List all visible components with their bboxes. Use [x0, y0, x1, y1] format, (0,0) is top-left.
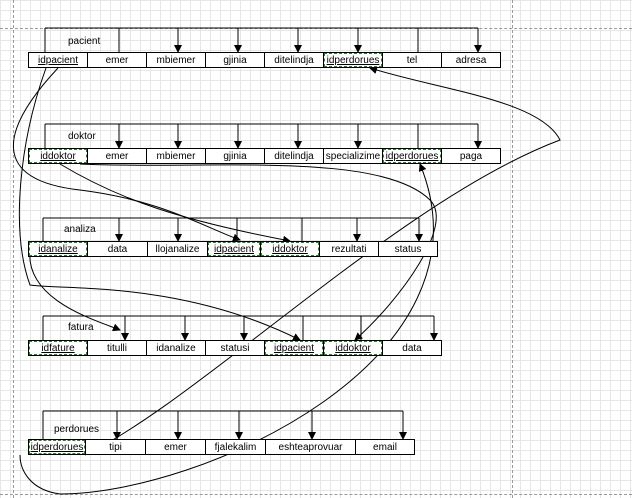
column-llojanalize[interactable]: llojanalize [147, 241, 208, 257]
column-emer[interactable]: emer [87, 52, 147, 68]
pacient-dependency-bracket [44, 27, 482, 53]
column-mbiemer[interactable]: mbiemer [146, 52, 206, 68]
column-idpacient[interactable]: idpacient [264, 340, 324, 356]
fk-analiza-to-fatura [29, 249, 121, 332]
column-email[interactable]: email [355, 439, 415, 455]
fk-perdorues-to-doktor [19, 163, 434, 495]
table-title-perdorues: perdorues [54, 424, 100, 435]
table-doktor: iddoktor emer mbiemer gjinia ditelindja … [28, 148, 501, 164]
column-tel[interactable]: tel [382, 52, 442, 68]
analiza-dependency-bracket [42, 217, 423, 242]
table-analiza: idanalize data llojanalize idpacient idd… [28, 241, 438, 257]
column-titulli[interactable]: titulli [87, 340, 147, 356]
column-ditelindja[interactable]: ditelindja [264, 148, 324, 164]
fk-pacient-to-analiza [13, 67, 241, 242]
column-iddoktor[interactable]: iddoktor [260, 241, 320, 257]
column-paga[interactable]: paga [441, 148, 501, 164]
table-title-doktor: doktor [68, 131, 96, 142]
column-data[interactable]: data [382, 340, 442, 356]
fatura-dependency-bracket [42, 315, 438, 341]
page-border-left [13, 0, 14, 498]
fk-doktor-to-fatura [79, 163, 437, 341]
table-pacient: idpacient emer mbiemer gjinia ditelindja… [28, 52, 501, 68]
doktor-dependency-bracket [44, 123, 482, 149]
fk-perdorues-to-pacient [84, 66, 561, 456]
column-rezultati[interactable]: rezultati [319, 241, 379, 257]
column-adresa[interactable]: adresa [441, 52, 501, 68]
column-statusi[interactable]: statusi [205, 340, 265, 356]
column-eshteaprovuar[interactable]: eshteaprovuar [265, 439, 356, 455]
fk-pacient-to-fatura [18, 67, 301, 341]
column-iddoktor[interactable]: iddoktor [28, 148, 88, 164]
table-title-pacient: pacient [68, 36, 101, 47]
column-emer[interactable]: emer [87, 148, 147, 164]
column-status[interactable]: status [378, 241, 438, 257]
table-perdorues: idperdorues tipi emer fjalekalim eshteap… [28, 439, 415, 455]
column-gjinia[interactable]: gjinia [205, 52, 265, 68]
column-idanalize[interactable]: idanalize [146, 340, 206, 356]
column-idanalize[interactable]: idanalize [28, 241, 88, 257]
column-emer[interactable]: emer [145, 439, 206, 455]
column-mbiemer[interactable]: mbiemer [146, 148, 206, 164]
foreign-key-connectors [13, 66, 561, 495]
column-idperdorues[interactable]: idperdorues [323, 52, 383, 68]
column-iddoktor[interactable]: iddoktor [323, 340, 383, 356]
table-title-analiza: analiza [64, 224, 96, 235]
column-data[interactable]: data [87, 241, 148, 257]
perdorues-dependency-bracket [42, 410, 407, 440]
column-idpacient[interactable]: idpacient [28, 52, 88, 68]
page-border-bottom [0, 494, 632, 495]
column-specializime[interactable]: specializime [323, 148, 383, 164]
table-title-fatura: fatura [68, 322, 94, 333]
fk-doktor-to-analiza [59, 163, 291, 244]
page-border-right [512, 0, 513, 498]
column-idfature[interactable]: idfature [28, 340, 88, 356]
column-fjalekalim[interactable]: fjalekalim [205, 439, 266, 455]
column-idperdorues[interactable]: idperdorues [382, 148, 442, 164]
table-fatura: idfature titulli idanalize statusi idpac… [28, 340, 442, 356]
column-idpacient[interactable]: idpacient [207, 241, 261, 257]
column-ditelindja[interactable]: ditelindja [264, 52, 324, 68]
column-gjinia[interactable]: gjinia [205, 148, 265, 164]
column-idperdorues[interactable]: idperdorues [28, 439, 86, 455]
column-tipi[interactable]: tipi [85, 439, 146, 455]
